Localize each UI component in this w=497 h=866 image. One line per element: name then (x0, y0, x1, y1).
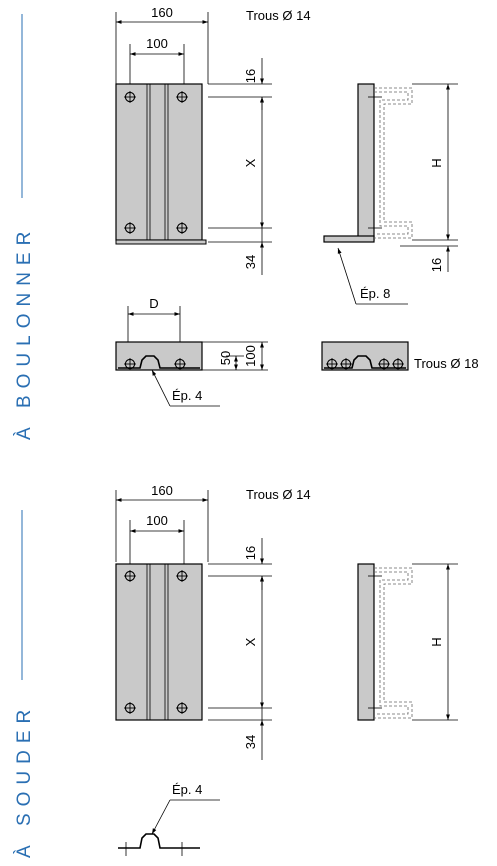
dim-100-v: 100 (243, 345, 258, 367)
dim-34: 34 (243, 255, 258, 269)
bolt-top-view-18: Trous Ø 18 (321, 341, 479, 371)
dim-d: D (149, 296, 158, 311)
weld-profile: Ép. 4 (118, 782, 220, 856)
thickness-8-note: Ép. 8 (360, 286, 390, 301)
bolt-side-view: H 16 Ép. 8 (323, 83, 458, 305)
weld-front-view: 160 100 Trous Ø 14 16 X 34 (115, 483, 311, 760)
section-label-bolt: À BOULONNER (14, 14, 35, 440)
section-label-weld: À SOUDER (14, 510, 35, 858)
dim-160: 160 (151, 5, 173, 20)
weld-holes-14-note: Trous Ø 14 (246, 487, 311, 502)
bolt-plate (115, 83, 203, 241)
dim-x: X (243, 158, 258, 167)
holes-18-note: Trous Ø 18 (414, 356, 479, 371)
weld-thickness-4-note: Ép. 4 (172, 782, 202, 797)
weld-dim-160: 160 (151, 483, 173, 498)
dim-16: 16 (243, 69, 258, 83)
bolt-front-view: 160 100 Trous Ø 14 16 X 34 (115, 5, 311, 275)
weld-dim-34: 34 (243, 735, 258, 749)
section-title-weld: À SOUDER (14, 703, 35, 858)
holes-14-note: Trous Ø 14 (246, 8, 311, 23)
weld-dim-16: 16 (243, 546, 258, 560)
dim-h: H (429, 158, 444, 167)
thickness-4-note: Ép. 4 (172, 388, 202, 403)
dim-50: 50 (218, 351, 233, 365)
weld-side-view: H (357, 563, 458, 721)
bolt-side-plate (357, 83, 375, 241)
bolt-top-view: D 50 100 Ép. 4 (115, 296, 268, 407)
weld-dim-x: X (243, 637, 258, 646)
weld-side-plate (357, 563, 375, 721)
weld-dim-100: 100 (146, 513, 168, 528)
section-title-bolt: À BOULONNER (14, 225, 35, 440)
weld-dim-h: H (429, 637, 444, 646)
dim-100: 100 (146, 36, 168, 51)
weld-plate (115, 563, 203, 721)
dim-16-side: 16 (429, 258, 444, 272)
